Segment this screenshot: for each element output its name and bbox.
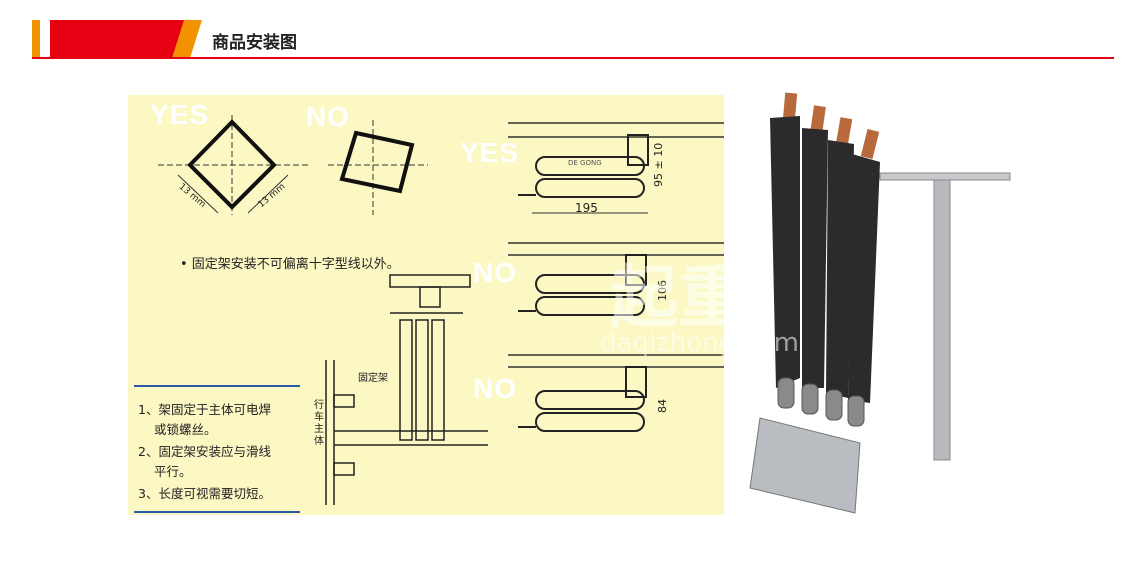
- installation-diagram: YES NO YES NO NO 13 mm 13 mm 195 95 ± 10…: [128, 95, 724, 515]
- header-red-block: [50, 20, 190, 58]
- header-rule: [32, 57, 1114, 59]
- instruction-line: 或锁螺丝。: [154, 422, 217, 437]
- brand-mark: DE GONG: [568, 159, 602, 167]
- installation-note: • 固定架安装不可偏离十字型线以外。: [180, 257, 400, 272]
- collector-assembly-illustration: [749, 92, 1011, 514]
- instruction-line: 平行。: [154, 464, 192, 479]
- label-yes-1: YES: [150, 99, 210, 130]
- dim-195: 195: [575, 201, 598, 215]
- bracket-label: 固定架: [358, 373, 388, 384]
- section-header: 商品安装图: [0, 0, 1145, 62]
- instructions-box: 1、架固定于主体可电焊 或锁螺丝。 2、固定架安装应与滑线 平行。 3、长度可视…: [134, 385, 300, 513]
- watermark-text: 起重: [610, 259, 747, 338]
- watermark-url: daqizhong.com: [600, 328, 799, 358]
- product-photo: [740, 88, 1030, 518]
- instruction-line: 3、长度可视需要切短。: [138, 486, 271, 501]
- label-yes-2: YES: [460, 137, 520, 168]
- label-no-2: NO: [473, 257, 517, 288]
- dim-95: 95 ± 10: [652, 142, 665, 187]
- label-no-1: NO: [306, 101, 350, 132]
- section-title: 商品安装图: [212, 33, 297, 53]
- crane-body-label: 行车主体: [314, 400, 324, 447]
- instruction-line: 2、固定架安装应与滑线: [138, 444, 271, 459]
- diagram-drawing: [158, 115, 724, 505]
- instruction-line: 1、架固定于主体可电焊: [138, 402, 271, 417]
- label-no-3: NO: [473, 373, 517, 404]
- dim-84: 84: [656, 399, 669, 413]
- header-accent-bar: [32, 20, 40, 58]
